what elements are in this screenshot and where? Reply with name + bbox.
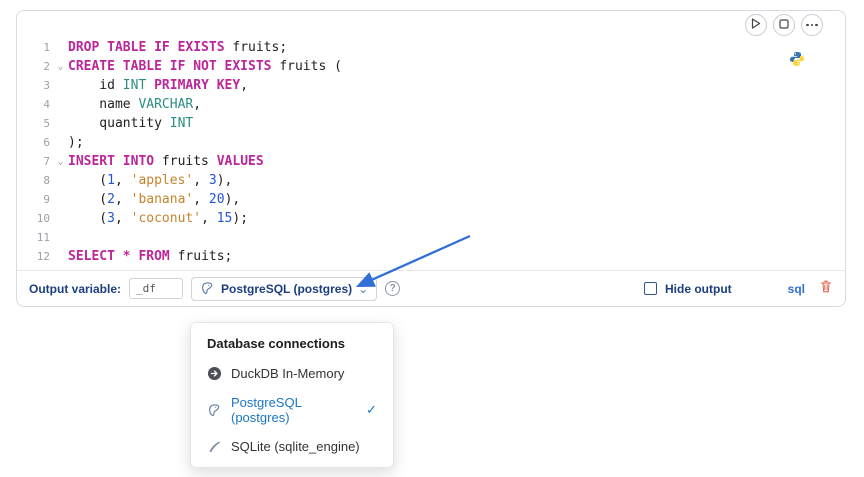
code-text: SELECT * FROM fruits; [68, 249, 233, 264]
play-icon [751, 16, 761, 34]
sql-cell: 1 DROP TABLE IF EXISTS fruits; 2 ⌄ CREATE TA… [16, 10, 846, 307]
code-text: (2, 'banana', 20), [68, 192, 241, 207]
duckdb-icon [207, 366, 222, 381]
line-number: 3 [43, 79, 50, 92]
trash-icon [819, 279, 833, 299]
menu-item-label: SQLite (sqlite_engine) [231, 439, 360, 454]
code-line[interactable]: 7 ⌄ INSERT INTO fruits VALUES [17, 152, 837, 171]
line-number: 4 [43, 98, 50, 111]
fold-spacer [53, 95, 68, 114]
more-options-button[interactable] [801, 14, 823, 36]
fold-spacer [53, 209, 68, 228]
python-icon [789, 51, 805, 67]
cell-footer: Output variable: PostgreSQL (postgres) ⌄… [17, 270, 845, 306]
postgres-icon [207, 403, 222, 418]
code-lines: 1 DROP TABLE IF EXISTS fruits; 2 ⌄ CREATE TA… [17, 38, 837, 266]
code-line[interactable]: 10 (3, 'coconut', 15); [17, 209, 837, 228]
cell-language-label[interactable]: sql [787, 281, 805, 296]
interrupt-button[interactable] [773, 14, 795, 36]
code-line[interactable]: 2 ⌄ CREATE TABLE IF NOT EXISTS fruits ( [17, 57, 837, 76]
fold-spacer [53, 228, 68, 247]
code-text: ); [68, 135, 84, 150]
code-text: id INT PRIMARY KEY, [68, 78, 249, 93]
run-button[interactable] [745, 14, 767, 36]
line-number: 8 [43, 174, 50, 187]
line-number: 2 [43, 60, 50, 73]
connection-dropdown[interactable]: PostgreSQL (postgres) ⌄ [191, 276, 378, 301]
code-line[interactable]: 1 DROP TABLE IF EXISTS fruits; [17, 38, 837, 57]
postgres-icon [200, 281, 215, 296]
line-number: 7 [43, 155, 50, 168]
code-text: INSERT INTO fruits VALUES [68, 154, 264, 169]
code-line[interactable]: 8 (1, 'apples', 3), [17, 171, 837, 190]
line-number: 1 [43, 41, 50, 54]
sqlite-icon [207, 439, 222, 454]
code-editor[interactable]: 1 DROP TABLE IF EXISTS fruits; 2 ⌄ CREATE TA… [17, 11, 845, 270]
line-number: 10 [36, 212, 50, 225]
code-line[interactable]: 11 [17, 228, 837, 247]
code-text: CREATE TABLE IF NOT EXISTS fruits ( [68, 59, 342, 74]
code-line[interactable]: 9 (2, 'banana', 20), [17, 190, 837, 209]
output-variable-input[interactable] [129, 278, 184, 299]
chevron-down-icon: ⌄ [358, 281, 369, 296]
code-line[interactable]: 12 SELECT * FROM fruits; [17, 247, 837, 266]
connection-dropdown-label: PostgreSQL (postgres) [221, 281, 353, 296]
ellipsis-icon [806, 23, 818, 27]
output-variable-label: Output variable: [29, 281, 122, 296]
fold-chevron-icon[interactable]: ⌄ [57, 61, 64, 72]
menu-item-postgres[interactable]: PostgreSQL (postgres) ✓ [191, 388, 393, 432]
fold-spacer [53, 171, 68, 190]
menu-item-sqlite[interactable]: SQLite (sqlite_engine) [191, 432, 393, 461]
menu-item-label: DuckDB In-Memory [231, 366, 345, 381]
code-text: quantity INT [68, 116, 194, 131]
hide-output-label: Hide output [665, 281, 732, 296]
code-line[interactable]: 6); [17, 133, 837, 152]
fold-spacer [53, 133, 68, 152]
line-number: 12 [36, 250, 50, 263]
fold-spacer [53, 76, 68, 95]
menu-header: Database connections [207, 336, 345, 351]
menu-item-label: PostgreSQL (postgres) [231, 395, 302, 425]
fold-chevron-icon[interactable]: ⌄ [57, 156, 64, 167]
line-number: 6 [43, 136, 50, 149]
check-icon: ✓ [366, 402, 377, 417]
code-text: (1, 'apples', 3), [68, 173, 233, 188]
code-text [68, 228, 76, 247]
line-number: 9 [43, 193, 50, 206]
hide-output-checkbox[interactable] [644, 282, 657, 295]
stop-icon [779, 16, 789, 34]
delete-cell-button[interactable] [819, 279, 833, 299]
code-text: (3, 'coconut', 15); [68, 211, 249, 226]
fold-spacer [53, 114, 68, 133]
line-number: 11 [36, 231, 50, 244]
menu-item-duckdb[interactable]: DuckDB In-Memory [191, 359, 393, 388]
code-text: DROP TABLE IF EXISTS fruits; [68, 40, 288, 55]
code-text: name VARCHAR, [68, 97, 202, 112]
help-icon[interactable]: ? [385, 281, 401, 296]
fold-spacer [53, 190, 68, 209]
cell-toolbar [745, 14, 823, 36]
fold-spacer [53, 38, 68, 57]
fold-spacer [53, 247, 68, 266]
code-line[interactable]: 4 name VARCHAR, [17, 95, 837, 114]
code-line[interactable]: 3 id INT PRIMARY KEY, [17, 76, 837, 95]
line-number: 5 [43, 117, 50, 130]
code-line[interactable]: 5 quantity INT [17, 114, 837, 133]
